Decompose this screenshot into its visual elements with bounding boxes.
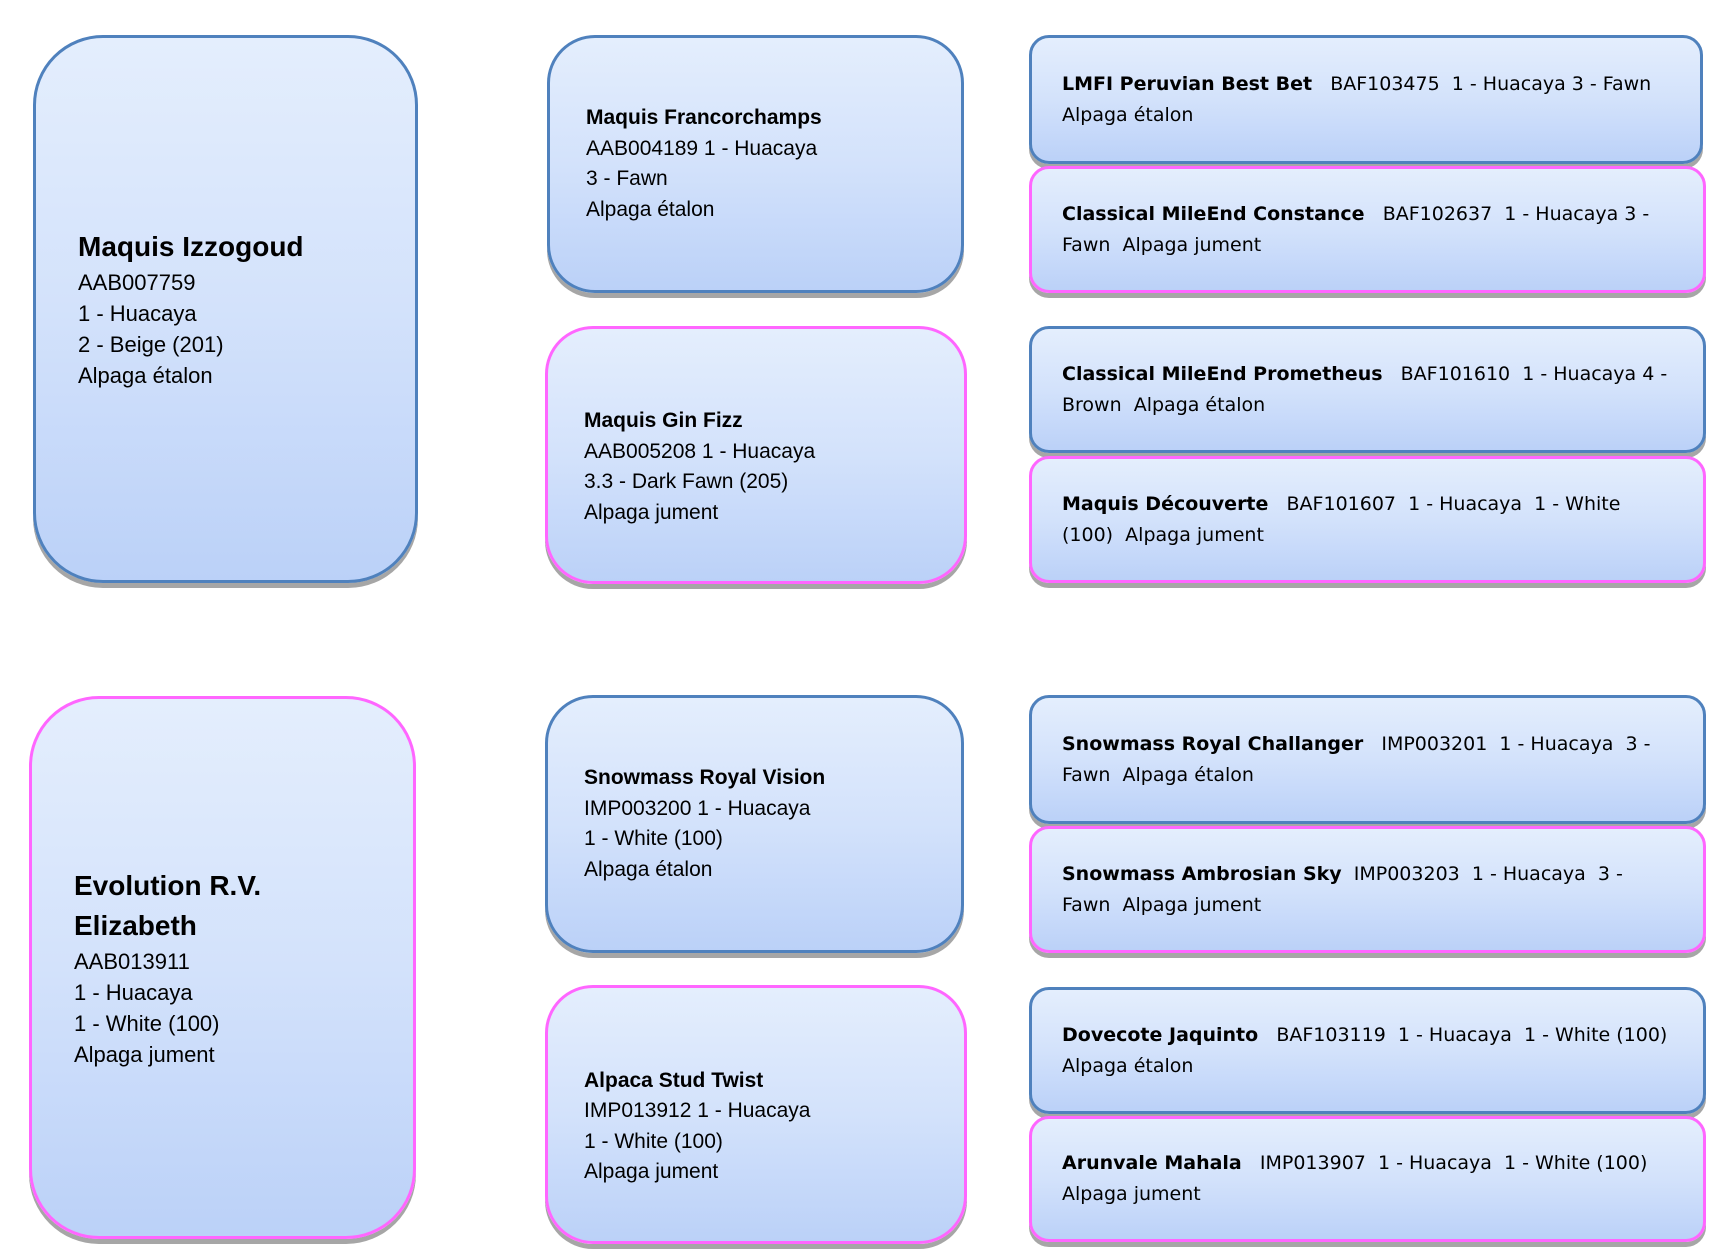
grandsire-card: LMFI Peruvian Best Bet BAF103475 1 - Hua… bbox=[1029, 35, 1703, 164]
animal-details: IMP003203 1 - Huacaya 3 - Fawn Alpaga ju… bbox=[1062, 862, 1629, 916]
granddam-card: Snowmass Ambrosian Sky IMP003203 1 - Hua… bbox=[1029, 826, 1706, 953]
animal-name: Maquis Izzogoud bbox=[78, 231, 304, 262]
animal-line: AAB005208 1 - Huacaya bbox=[584, 439, 816, 463]
granddam-card: Maquis Découverte BAF101607 1 - Huacaya … bbox=[1029, 456, 1706, 583]
dam-card: Maquis Gin Fizz AAB005208 1 - Huacaya 3.… bbox=[545, 326, 967, 584]
subject-card-maquis-izzogoud: Maquis Izzogoud AAB007759 1 - Huacaya 2 … bbox=[33, 35, 418, 583]
breed-type: 1 - Huacaya bbox=[78, 301, 197, 326]
sire-card: Maquis Francorchamps AAB004189 1 - Huaca… bbox=[547, 35, 964, 293]
parent-info: Maquis Francorchamps AAB004189 1 - Huaca… bbox=[586, 103, 822, 225]
animal-line: IMP003200 1 - Huacaya bbox=[584, 796, 811, 820]
animal-details: BAF102637 1 - Huacaya 3 - Fawn Alpaga ju… bbox=[1062, 202, 1656, 256]
subject-card-evolution-rv-elizabeth: Evolution R.V. Elizabeth AAB013911 1 - H… bbox=[29, 696, 416, 1239]
sire-card: Snowmass Royal Vision IMP003200 1 - Huac… bbox=[545, 695, 964, 953]
granddam-card: Arunvale Mahala IMP013907 1 - Huacaya 1 … bbox=[1029, 1116, 1706, 1242]
animal-name: Snowmass Royal Challanger bbox=[1062, 732, 1364, 755]
animal-details: BAF103475 1 - Huacaya 3 - Fawn Alpaga ét… bbox=[1062, 72, 1664, 126]
grandsire-card: Dovecote Jaquinto BAF103119 1 - Huacaya … bbox=[1029, 987, 1706, 1114]
animal-name: Classical MileEnd Constance bbox=[1062, 202, 1365, 225]
registration-id: AAB007759 bbox=[78, 270, 196, 295]
animal-name: Snowmass Royal Vision bbox=[584, 766, 826, 789]
animal-line: Alpaga jument bbox=[584, 1160, 719, 1183]
animal-line: IMP013912 1 - Huacaya bbox=[584, 1099, 811, 1122]
animal-name: Classical MileEnd Prometheus bbox=[1062, 362, 1383, 385]
parent-info: Snowmass Royal Vision IMP003200 1 - Huac… bbox=[584, 763, 825, 885]
subject-info: Maquis Izzogoud AAB007759 1 - Huacaya 2 … bbox=[78, 227, 304, 391]
animal-name: Arunvale Mahala bbox=[1062, 1152, 1242, 1174]
animal-name: LMFI Peruvian Best Bet bbox=[1062, 72, 1313, 95]
animal-details: BAF101610 1 - Huacaya 4 - Brown Alpaga é… bbox=[1062, 362, 1674, 416]
registration-id: AAB013911 bbox=[74, 948, 190, 974]
grandparent-info: Dovecote Jaquinto BAF103119 1 - Huacaya … bbox=[1062, 1020, 1673, 1082]
animal-details: IMP013907 1 - Huacaya 1 - White (100) Al… bbox=[1062, 1152, 1660, 1205]
animal-name: Maquis Gin Fizz bbox=[584, 409, 743, 432]
animal-name: Snowmass Ambrosian Sky bbox=[1062, 862, 1342, 885]
animal-details: IMP003201 1 - Huacaya 3 - Fawn Alpaga ét… bbox=[1062, 732, 1657, 786]
grandparent-info: LMFI Peruvian Best Bet BAF103475 1 - Hua… bbox=[1062, 69, 1670, 131]
color: 1 - White (100) bbox=[74, 1010, 220, 1036]
animal-line: 3 - Fawn bbox=[586, 167, 668, 190]
animal-name: Alpaca Stud Twist bbox=[584, 1068, 764, 1092]
grandparent-info: Classical MileEnd Prometheus BAF101610 1… bbox=[1062, 359, 1673, 421]
animal-line: Alpaga jument bbox=[584, 500, 719, 524]
grandparent-info: Arunvale Mahala IMP013907 1 - Huacaya 1 … bbox=[1062, 1148, 1673, 1210]
parent-info: Maquis Gin Fizz AAB005208 1 - Huacaya 3.… bbox=[584, 406, 815, 528]
animal-details: BAF103119 1 - Huacaya 1 - White (100) Al… bbox=[1062, 1023, 1680, 1077]
grandparent-info: Maquis Découverte BAF101607 1 - Huacaya … bbox=[1062, 489, 1673, 551]
dam-card: Alpaca Stud Twist IMP013912 1 - Huacaya … bbox=[545, 985, 967, 1244]
animal-line: 1 - White (100) bbox=[584, 1129, 723, 1153]
parent-info: Alpaca Stud Twist IMP013912 1 - Huacaya … bbox=[584, 1066, 810, 1188]
animal-name: Dovecote Jaquinto bbox=[1062, 1023, 1259, 1046]
grandparent-info: Snowmass Ambrosian Sky IMP003203 1 - Hua… bbox=[1062, 859, 1673, 921]
granddam-card: Classical MileEnd Constance BAF102637 1 … bbox=[1029, 166, 1706, 293]
animal-name: Maquis Francorchamps bbox=[586, 106, 822, 129]
animal-name: Evolution R.V. Elizabeth bbox=[74, 869, 262, 941]
grandsire-card: Classical MileEnd Prometheus BAF101610 1… bbox=[1029, 326, 1706, 453]
grandsire-card: Snowmass Royal Challanger IMP003201 1 - … bbox=[1029, 695, 1706, 824]
animal-line: 1 - White (100) bbox=[584, 827, 723, 850]
animal-line: 3.3 - Dark Fawn (205) bbox=[584, 470, 789, 493]
animal-line: Alpaga étalon bbox=[584, 857, 713, 881]
sex: Alpaga étalon bbox=[78, 363, 213, 388]
sex: Alpaga jument bbox=[74, 1041, 215, 1067]
grandparent-info: Snowmass Royal Challanger IMP003201 1 - … bbox=[1062, 729, 1673, 791]
color: 2 - Beige (201) bbox=[78, 332, 224, 357]
animal-name: Maquis Découverte bbox=[1062, 492, 1269, 515]
grandparent-info: Classical MileEnd Constance BAF102637 1 … bbox=[1062, 199, 1673, 261]
animal-line: Alpaga étalon bbox=[586, 197, 715, 221]
animal-details: BAF101607 1 - Huacaya 1 - White (100) Al… bbox=[1062, 492, 1627, 546]
subject-info: Evolution R.V. Elizabeth AAB013911 1 - H… bbox=[74, 866, 353, 1070]
animal-line: AAB004189 1 - Huacaya bbox=[586, 136, 818, 160]
breed-type: 1 - Huacaya bbox=[74, 979, 193, 1005]
